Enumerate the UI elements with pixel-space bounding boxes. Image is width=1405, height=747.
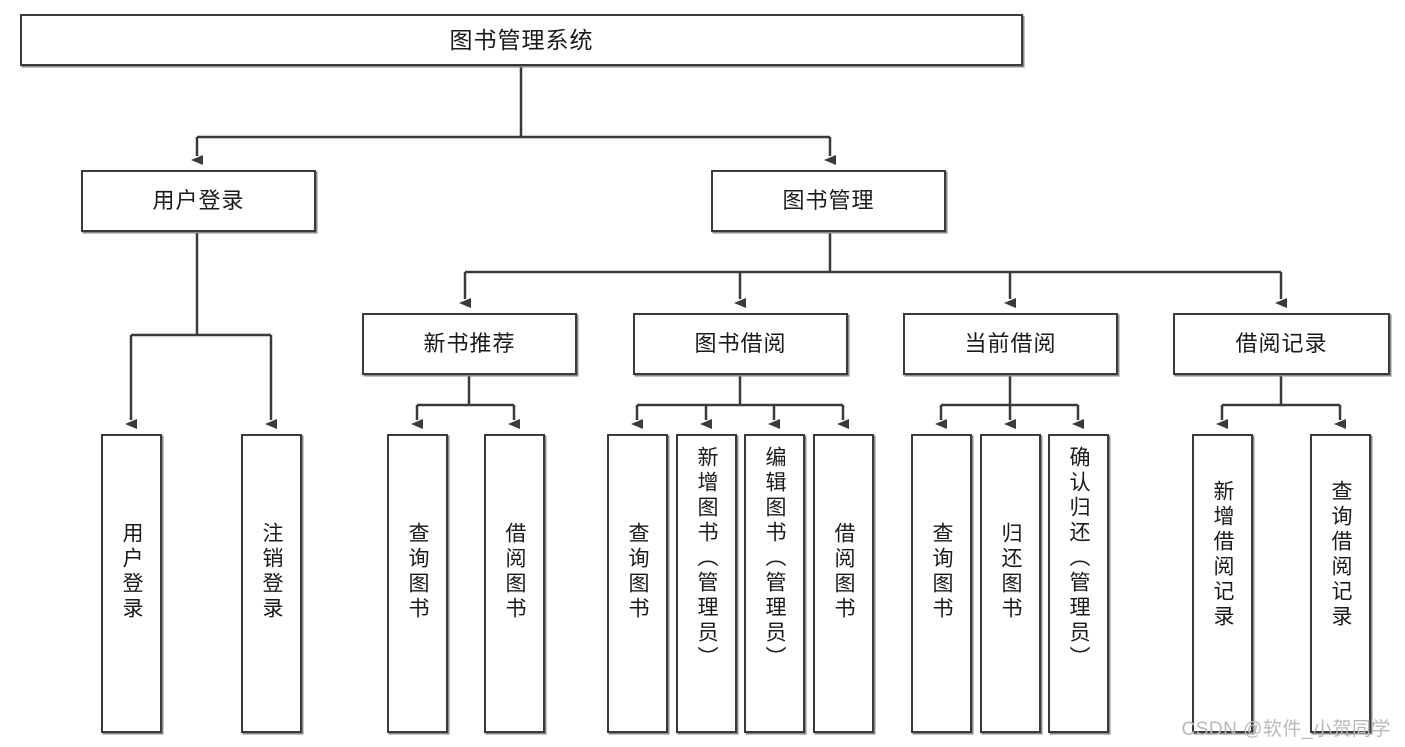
node-label: 新增图书（管理员）	[695, 446, 718, 671]
node-current-borrow[interactable]: 当前借阅	[903, 313, 1118, 375]
node-book-management[interactable]: 图书管理	[711, 170, 946, 232]
node-label: 查询图书	[930, 522, 953, 622]
leaf-return-book[interactable]: 归还图书	[980, 434, 1041, 733]
node-borrow-record[interactable]: 借阅记录	[1173, 313, 1390, 375]
leaf-confirm-return-admin[interactable]: 确认归还（管理员）	[1048, 434, 1109, 733]
node-label: 当前借阅	[964, 331, 1057, 357]
node-label: 注销登录	[260, 522, 283, 622]
node-root-system[interactable]: 图书管理系统	[20, 14, 1023, 66]
node-label: 确认归还（管理员）	[1067, 446, 1090, 671]
leaf-borrow-book-recommend[interactable]: 借阅图书	[484, 434, 545, 733]
node-label: 新书推荐	[423, 331, 516, 357]
node-user-login[interactable]: 用户登录	[81, 170, 316, 232]
node-label: 查询图书	[406, 522, 429, 622]
node-label: 借阅图书	[503, 522, 526, 622]
leaf-add-borrow-record[interactable]: 新增借阅记录	[1192, 434, 1253, 733]
node-label: 借阅图书	[832, 522, 855, 622]
node-label: 查询借阅记录	[1329, 480, 1352, 630]
node-label: 编辑图书（管理员）	[763, 446, 786, 671]
node-label: 图书借阅	[694, 331, 787, 357]
node-label: 借阅记录	[1235, 331, 1328, 357]
node-label: 用户登录	[120, 522, 143, 622]
leaf-query-book-recommend[interactable]: 查询图书	[387, 434, 448, 733]
node-label: 查询图书	[626, 522, 649, 622]
leaf-logout[interactable]: 注销登录	[241, 434, 302, 733]
node-label: 图书管理	[782, 188, 875, 214]
leaf-query-book-current[interactable]: 查询图书	[911, 434, 972, 733]
node-new-book-recommend[interactable]: 新书推荐	[362, 313, 577, 375]
leaf-edit-book-admin[interactable]: 编辑图书（管理员）	[744, 434, 805, 733]
leaf-query-borrow-record[interactable]: 查询借阅记录	[1310, 434, 1371, 733]
leaf-borrow-book[interactable]: 借阅图书	[813, 434, 874, 733]
leaf-query-book-borrow[interactable]: 查询图书	[607, 434, 668, 733]
leaf-user-login[interactable]: 用户登录	[101, 434, 162, 733]
node-label: 归还图书	[999, 522, 1022, 622]
node-label: 新增借阅记录	[1211, 480, 1234, 630]
leaf-add-book-admin[interactable]: 新增图书（管理员）	[676, 434, 737, 733]
node-label: 用户登录	[152, 188, 245, 214]
node-label: 图书管理系统	[449, 26, 594, 53]
node-book-borrow[interactable]: 图书借阅	[633, 313, 848, 375]
